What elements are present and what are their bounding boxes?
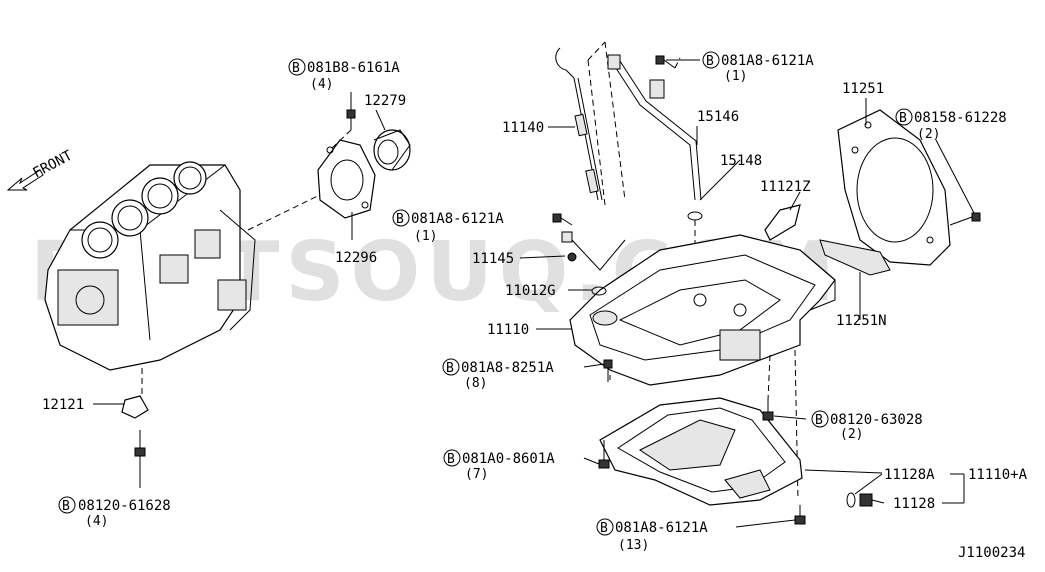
part-11012g: 11012G (505, 283, 556, 299)
bolt-icon (762, 400, 774, 421)
seal-retainer-12296 (317, 139, 376, 219)
part-12279: 12279 (364, 93, 406, 109)
bolt-icon (655, 55, 676, 69)
svg-text:081A8-6121A: 081A8-6121A (411, 211, 504, 227)
cylinder-block (44, 161, 256, 371)
callout-081a0-8601a: B 081A0-8601A (7) (443, 449, 555, 482)
svg-text:(8): (8) (464, 376, 487, 391)
drain-washer-11128a (846, 492, 856, 508)
part-11110a: 11110+A (968, 467, 1028, 483)
oil-pan-upper-11110 (569, 234, 836, 386)
oil-seal-12279 (373, 129, 411, 171)
callout-08120-63028: B 08120-63028 (2) (811, 410, 923, 442)
drain-plug-11128 (859, 493, 873, 507)
part-11145: 11145 (472, 251, 514, 267)
svg-text:081A8-6121A: 081A8-6121A (615, 520, 708, 536)
svg-text:(2): (2) (840, 427, 863, 442)
part-11128a: 11128A (884, 467, 935, 483)
part-11121z: 11121Z (760, 179, 811, 195)
svg-text:081A0-8601A: 081A0-8601A (462, 451, 555, 467)
part-11251n: 11251N (836, 313, 887, 329)
bolt-icon (603, 359, 613, 382)
bolt-icon (552, 213, 573, 226)
bolt-icon (949, 212, 981, 226)
part-11110: 11110 (487, 322, 529, 338)
svg-text:(7): (7) (465, 467, 488, 482)
callout-08120-61628: B 08120-61628 (4) (58, 496, 171, 529)
svg-text:08120-61628: 08120-61628 (78, 498, 171, 514)
rear-plate-11251 (837, 109, 951, 266)
bolt-icon (794, 505, 806, 525)
part-11251: 11251 (842, 81, 884, 97)
svg-text:(4): (4) (85, 514, 108, 529)
plate-11251n (819, 239, 891, 276)
callout-081a8-6121a-bottom: B 081A8-6121A (13) (596, 518, 708, 553)
part-11140: 11140 (502, 120, 544, 136)
o-ring-15148 (687, 211, 703, 221)
gasket-11012g (591, 286, 607, 296)
front-arrow-icon (6, 169, 44, 191)
svg-text:B: B (446, 361, 454, 376)
diagram-id: J1100234 (958, 545, 1025, 561)
svg-text:B: B (815, 413, 823, 428)
callout-08158-61228: B 08158-61228 (2) (895, 108, 1007, 142)
bracket-11121z (764, 204, 801, 241)
callout-081a8-8251a: B 081A8-8251A (8) (442, 358, 554, 391)
bracket-12121 (121, 395, 149, 419)
sensor-11145 (561, 231, 626, 271)
callout-081a8-6121a-top: B 081A8-6121A (1) (702, 51, 814, 84)
callout-081a8-6121a-mid: B 081A8-6121A (1) (392, 209, 504, 244)
part-15146: 15146 (697, 109, 739, 125)
part-11128: 11128 (893, 496, 935, 512)
svg-text:08120-63028: 08120-63028 (830, 412, 923, 428)
svg-text:(4): (4) (310, 77, 333, 92)
svg-text:(13): (13) (618, 538, 649, 553)
part-15148: 15148 (720, 153, 762, 169)
front-label: FRONT (30, 147, 75, 181)
part-12296: 12296 (335, 250, 377, 266)
svg-text:B: B (62, 499, 70, 514)
svg-text:(1): (1) (414, 229, 437, 244)
bolt-icon (134, 430, 146, 457)
svg-text:081B8-6161A: 081B8-6161A (307, 60, 400, 76)
svg-text:08158-61228: 08158-61228 (914, 110, 1007, 126)
svg-text:B: B (292, 61, 300, 76)
svg-text:081A8-8251A: 081A8-8251A (461, 360, 554, 376)
dipstick-guide-15146 (607, 54, 702, 201)
svg-text:B: B (447, 452, 455, 467)
svg-text:081A8-6121A: 081A8-6121A (721, 53, 814, 69)
svg-text:B: B (899, 111, 907, 126)
svg-text:B: B (396, 212, 404, 227)
svg-text:(1): (1) (724, 69, 747, 84)
bolt-icon (346, 109, 356, 130)
callout-081b8-6161a: B 081B8-6161A (4) (288, 58, 400, 92)
oil-pan-lower (599, 397, 803, 506)
dipstick-11140 (555, 47, 603, 201)
svg-text:B: B (600, 521, 608, 536)
svg-text:B: B (706, 54, 714, 69)
svg-text:(2): (2) (917, 127, 940, 142)
part-12121: 12121 (42, 397, 84, 413)
